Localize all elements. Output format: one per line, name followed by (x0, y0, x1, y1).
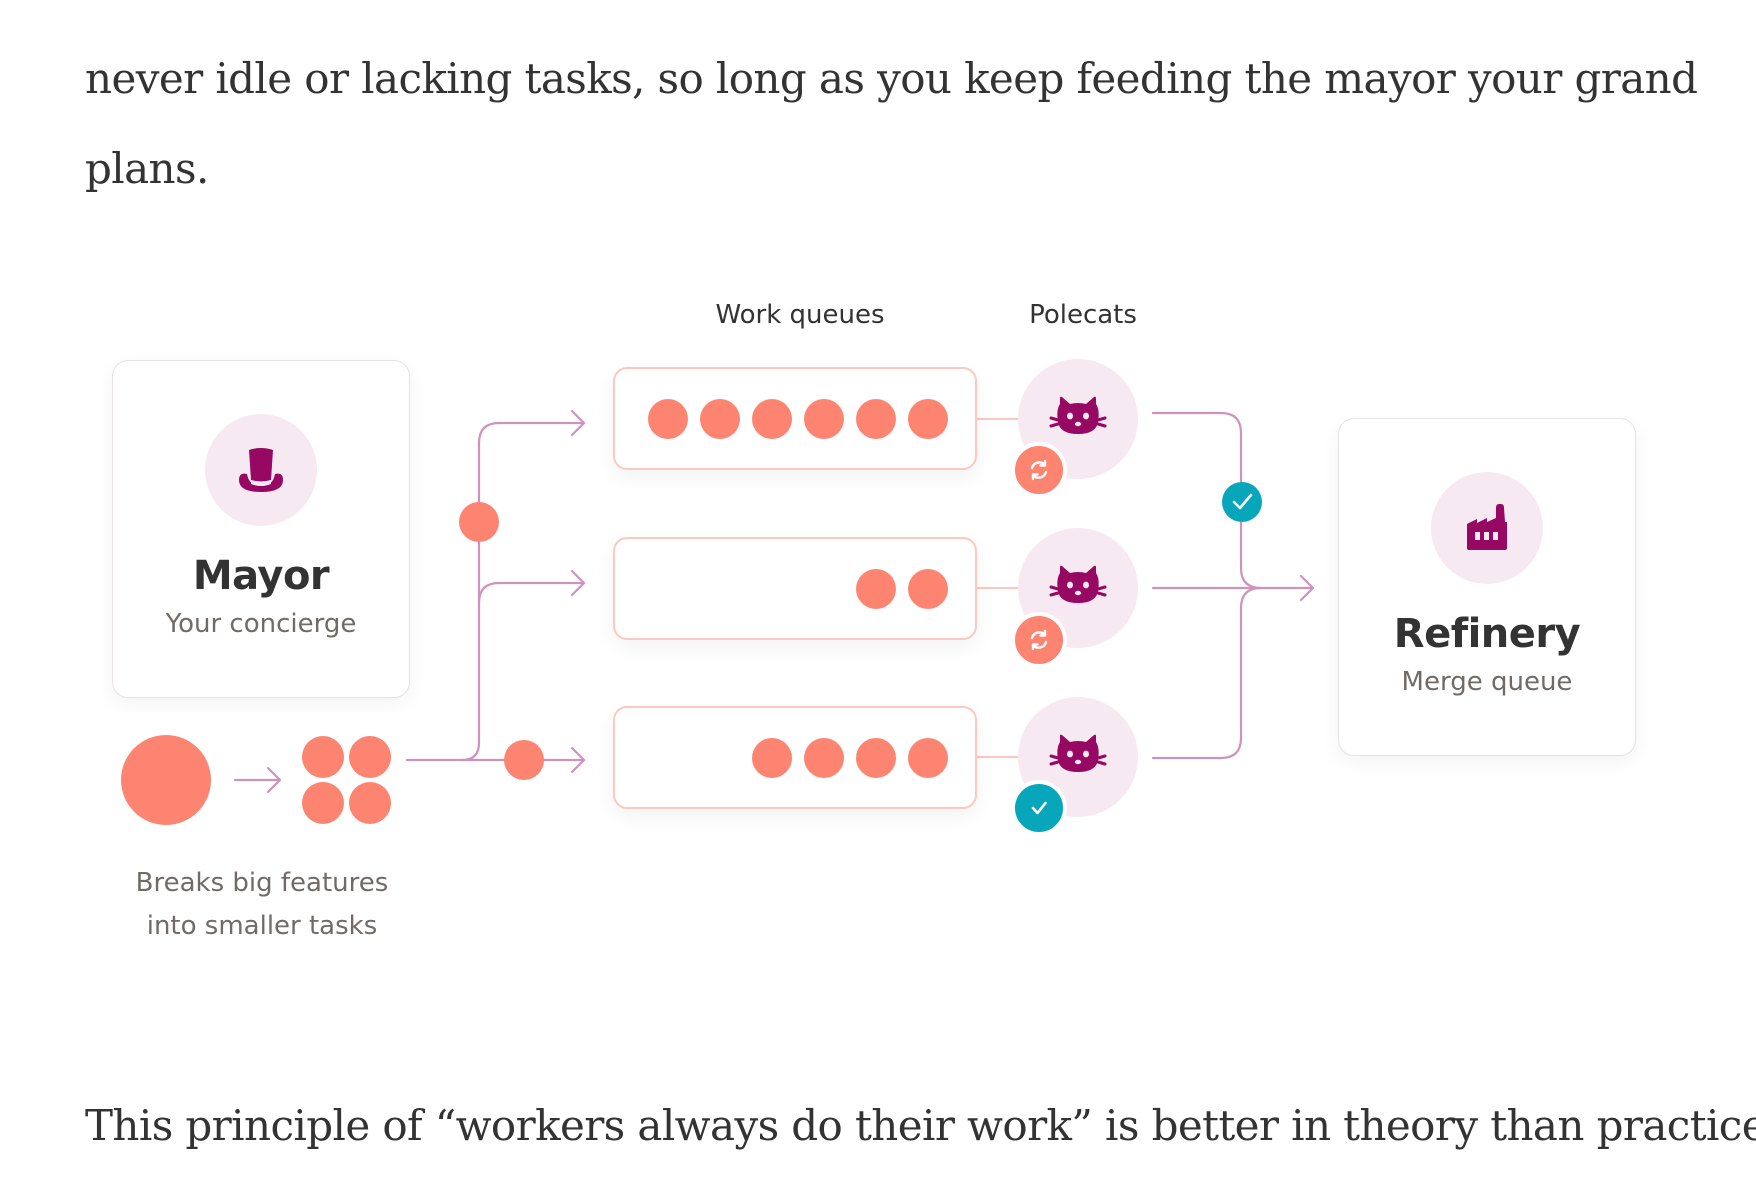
task-dot (700, 398, 740, 439)
mayor-card[interactable]: Mayor Your concierge (112, 360, 410, 698)
refinery-icon-circle (1431, 472, 1543, 584)
work-queue[interactable] (613, 537, 977, 640)
paragraph-line-2: plans. (85, 144, 209, 193)
task-dot (804, 737, 844, 778)
cat-icon (1049, 396, 1107, 434)
small-task-dot (302, 736, 344, 778)
paragraph-line-1: never idle or lacking tasks, so long as … (85, 54, 1698, 103)
dispatch-branch-2 (477, 581, 586, 605)
task-dot (908, 737, 948, 778)
task-dot (856, 737, 896, 778)
mayor-subtitle: Your concierge (165, 609, 357, 639)
polecat-status-working (1011, 612, 1067, 668)
small-task-dot (349, 736, 391, 778)
polecat-status-working (1011, 442, 1067, 498)
caption-line-2: into smaller tasks (146, 911, 378, 941)
task-dot (752, 398, 792, 439)
refresh-icon (1030, 629, 1048, 651)
refresh-icon (1030, 459, 1048, 481)
in-flight-task (504, 740, 544, 780)
task-dot (856, 568, 896, 609)
in-flight-task (459, 502, 499, 542)
dispatch-line-in (405, 741, 481, 762)
small-task-dot (349, 782, 391, 824)
small-task-dot (302, 782, 344, 824)
merge-check-badge (1222, 482, 1262, 522)
decompose-arrow (233, 766, 282, 794)
paragraph-after: This principle of “workers always do the… (85, 1101, 1756, 1150)
dispatch-arrowhead-1 (570, 409, 586, 437)
dispatch-trunk (477, 421, 586, 745)
dispatch-arrowhead-2 (570, 569, 586, 597)
big-feature-dot (121, 735, 211, 825)
polecat-status-done (1011, 780, 1067, 836)
refinery-card[interactable]: Refinery Merge queue (1338, 418, 1636, 756)
merge-line-3 (1151, 586, 1263, 760)
task-dot (804, 398, 844, 439)
polecats-label: Polecats (1029, 300, 1137, 330)
cat-icon (1049, 565, 1107, 603)
caption-line-1: Breaks big features (135, 868, 389, 898)
paragraph-before: never idle or lacking tasks, so long as … (85, 34, 1698, 214)
top-hat-icon (239, 448, 283, 492)
work-queues-label: Work queues (715, 300, 885, 330)
work-queue[interactable] (613, 367, 977, 470)
factory-icon (1467, 504, 1507, 550)
mayor-title: Mayor (192, 553, 330, 599)
merge-line-1 (1151, 411, 1263, 590)
refinery-subtitle: Merge queue (1401, 667, 1573, 697)
work-queue[interactable] (613, 706, 977, 809)
task-dot (856, 398, 896, 439)
cat-icon (1049, 734, 1107, 772)
task-dot (752, 737, 792, 778)
dispatch-arrowhead-3 (570, 746, 586, 774)
task-dot (908, 398, 948, 439)
refinery-title: Refinery (1393, 611, 1581, 657)
check-icon (1031, 801, 1047, 815)
decompose-caption: Breaks big features into smaller tasks (112, 862, 412, 948)
task-dot (908, 568, 948, 609)
task-dot (648, 398, 688, 439)
mayor-icon-circle (205, 414, 317, 526)
check-icon (1232, 493, 1253, 510)
merge-arrowhead (1299, 574, 1315, 602)
